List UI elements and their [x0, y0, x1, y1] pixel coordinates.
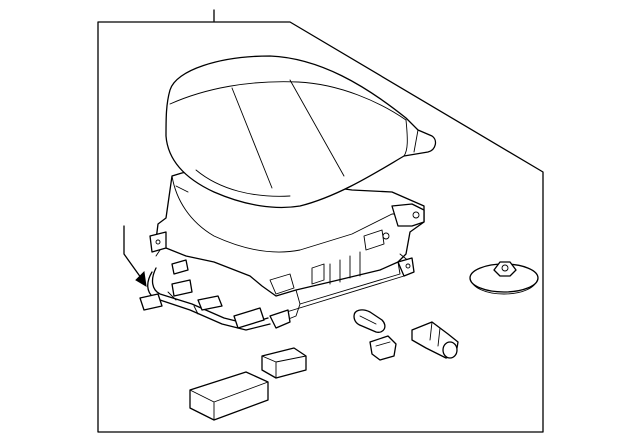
seat-cushion-pad	[165, 55, 437, 209]
wire-harness	[139, 259, 271, 331]
grommet	[353, 309, 386, 333]
seat-frame	[149, 168, 425, 329]
connector	[411, 321, 459, 359]
module	[261, 347, 307, 379]
cover-panel	[189, 371, 269, 421]
knob	[469, 261, 539, 295]
leader-arrow-left	[123, 225, 147, 287]
clip	[369, 335, 397, 361]
boundary-box	[97, 21, 544, 433]
